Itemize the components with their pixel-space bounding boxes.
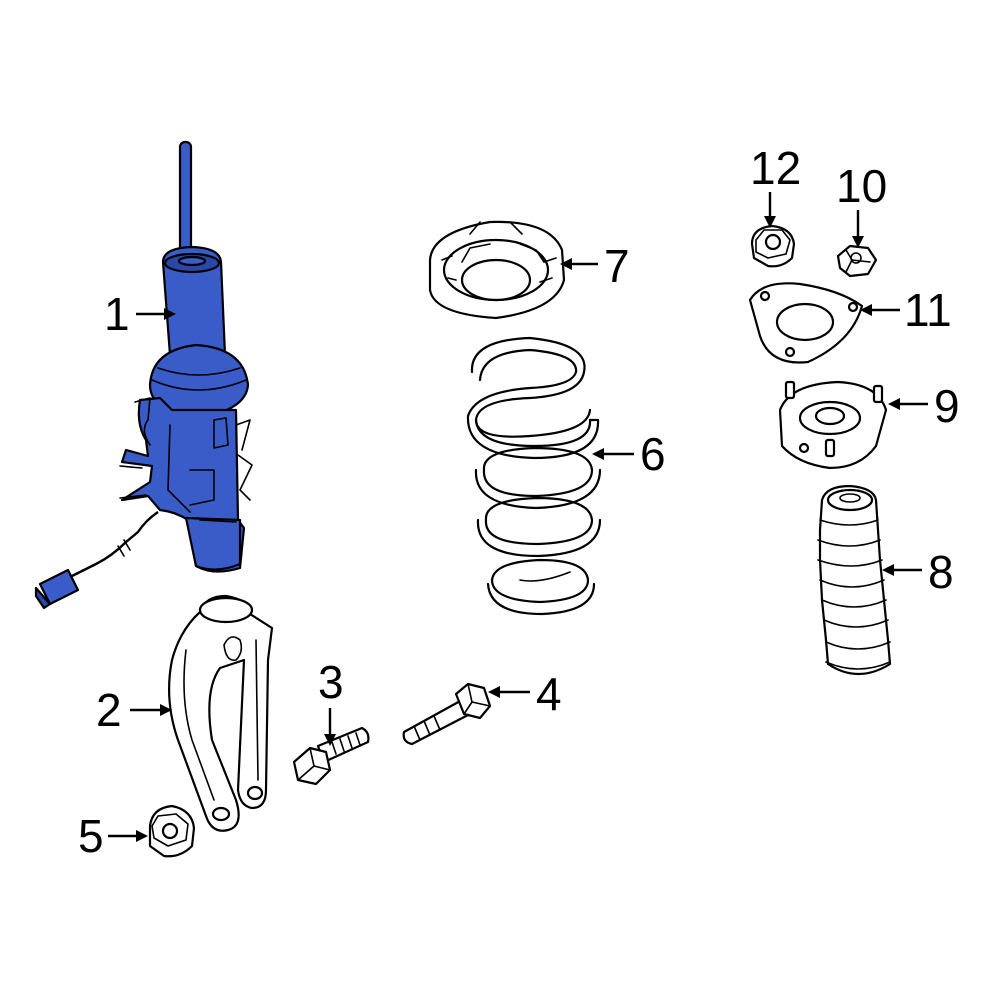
part-10-nut[interactable]	[836, 244, 878, 278]
part-6-coil-spring[interactable]	[466, 336, 602, 616]
callout-1: 1	[104, 288, 176, 340]
callout-label: 9	[934, 380, 960, 432]
callout-label: 4	[536, 668, 562, 720]
part-5-nut[interactable]	[148, 804, 196, 858]
callout-label: 6	[640, 428, 666, 480]
part-12-nut[interactable]	[750, 224, 796, 268]
callout-8: 8	[882, 546, 954, 598]
part-9-strut-mount[interactable]	[778, 380, 888, 470]
part-7-spring-seat[interactable]	[428, 220, 566, 320]
part-1-strut-assembly[interactable]	[34, 140, 253, 610]
callout-label: 12	[750, 142, 801, 194]
part-11-mount-plate[interactable]	[748, 282, 864, 364]
callout-11: 11	[860, 284, 952, 336]
callout-12: 12	[750, 142, 801, 228]
callout-7: 7	[560, 240, 630, 292]
part-3-bolt[interactable]	[292, 726, 370, 786]
callout-2: 2	[96, 684, 172, 736]
callout-label: 10	[836, 160, 887, 212]
callout-label: 3	[318, 656, 344, 708]
callout-label: 11	[904, 284, 952, 336]
callout-label: 8	[928, 546, 954, 598]
callout-3: 3	[318, 656, 344, 746]
part-8-dust-boot[interactable]	[817, 484, 892, 675]
callout-4: 4	[488, 668, 562, 720]
callout-5: 5	[78, 810, 148, 862]
callout-9: 9	[888, 380, 960, 432]
callout-label: 5	[78, 810, 104, 862]
callout-label: 2	[96, 684, 122, 736]
callout-label: 1	[104, 288, 130, 340]
callout-6: 6	[592, 428, 666, 480]
part-2-fork[interactable]	[168, 594, 274, 832]
part-4-bolt[interactable]	[402, 682, 492, 746]
callout-label: 7	[604, 240, 630, 292]
callout-10: 10	[836, 160, 887, 248]
